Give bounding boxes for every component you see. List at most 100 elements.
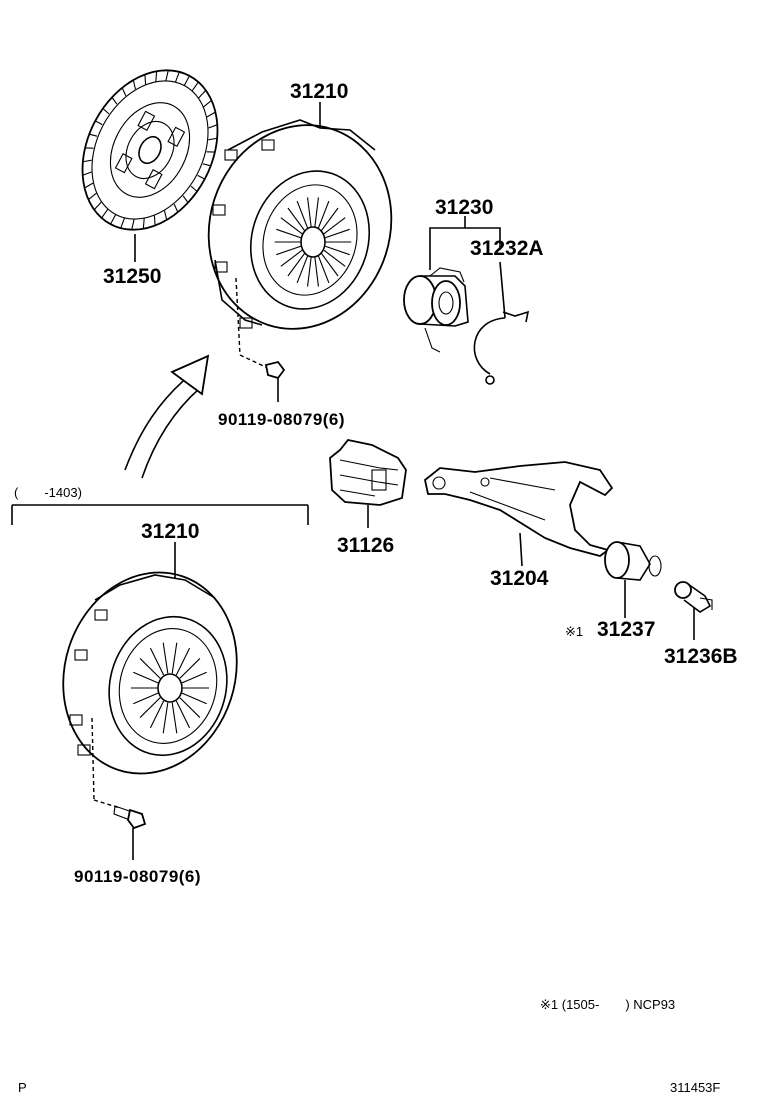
boot-drawing — [329, 439, 407, 506]
radial-line — [175, 700, 191, 729]
pressure-plate-top-drawing — [207, 119, 393, 330]
radial-line — [82, 171, 92, 176]
radial-line — [163, 210, 168, 220]
radial-line — [190, 185, 198, 192]
label-ball-stud: 31236B — [664, 645, 738, 668]
bolt-bottom-drawing — [113, 805, 147, 860]
radial-line — [320, 253, 339, 277]
radial-line — [317, 200, 330, 229]
radial-line — [280, 249, 303, 267]
radial-line — [175, 647, 191, 676]
radial-line — [133, 671, 159, 684]
radial-line — [276, 228, 301, 239]
radial-line — [149, 647, 165, 676]
radial-line — [206, 151, 215, 153]
clutch-disc-drawing — [81, 69, 219, 231]
radial-line — [181, 692, 207, 705]
radial-line — [208, 124, 218, 129]
release-fork-drawing — [424, 461, 614, 557]
radial-line — [142, 218, 145, 229]
radial-line — [276, 245, 301, 256]
radial-line — [179, 658, 201, 679]
radial-line — [203, 100, 212, 108]
radial-line — [139, 658, 161, 679]
radial-line — [325, 228, 350, 239]
radial-line — [307, 256, 312, 287]
radial-line — [94, 120, 103, 126]
radial-line — [182, 195, 189, 203]
radial-line — [208, 137, 218, 141]
diagram-code: 311453F — [670, 1080, 720, 1095]
radial-line — [179, 697, 201, 718]
radial-line — [320, 207, 339, 231]
clip-drawing — [473, 310, 530, 385]
radial-line — [84, 182, 94, 189]
radial-line — [171, 642, 178, 674]
pressure-plate-bottom-drawing — [62, 571, 238, 775]
bolt-guide-top — [235, 277, 241, 356]
radial-line — [174, 71, 180, 83]
radial-line — [280, 217, 303, 235]
radial-line — [93, 201, 102, 210]
radial-line — [149, 700, 165, 729]
radial-line — [120, 217, 126, 229]
assembly-arrow — [124, 354, 210, 479]
radial-line — [162, 642, 169, 674]
radial-line — [198, 90, 207, 99]
radial-line — [296, 200, 309, 229]
radial-line — [314, 256, 319, 287]
ball-stud-drawing — [674, 581, 713, 613]
label-boot: 31126 — [337, 534, 394, 557]
radial-line — [102, 108, 110, 115]
radial-line — [323, 249, 346, 267]
radial-line — [155, 71, 158, 82]
radial-line — [296, 255, 309, 284]
radial-line — [133, 692, 159, 705]
footnote: ※1 (1505- ) NCP93 — [540, 997, 675, 1012]
label-release-fork: 31204 — [490, 567, 549, 590]
label-bolt-bottom: 90119-08079(6) — [74, 867, 201, 886]
label-pressure-plate-top: 31210 — [290, 80, 348, 103]
radial-line — [162, 702, 169, 734]
radial-line — [206, 111, 216, 118]
radial-line — [197, 174, 206, 180]
radial-line — [323, 217, 346, 235]
radial-line — [88, 192, 97, 200]
radial-line — [144, 74, 147, 85]
release-bearing-drawing — [403, 267, 469, 353]
label-clip: 31232A — [470, 237, 544, 260]
radial-line — [181, 671, 207, 684]
radial-line — [111, 97, 118, 105]
label-pivot: 31237 — [597, 618, 655, 641]
radial-line — [202, 163, 211, 167]
label-release-bearing: 31230 — [435, 196, 493, 219]
radial-line — [171, 702, 178, 734]
label-pivot-marker: ※1 — [565, 624, 583, 639]
radial-line — [131, 219, 135, 230]
radial-line — [325, 245, 350, 256]
pivot-drawing — [604, 541, 662, 581]
radial-line — [89, 133, 98, 137]
radial-line — [132, 80, 137, 90]
corner-code-left: P — [18, 1080, 27, 1095]
radial-line — [139, 697, 161, 718]
radial-line — [101, 208, 109, 219]
radial-line — [183, 75, 190, 86]
radial-line — [173, 203, 179, 213]
radial-line — [287, 253, 306, 277]
label-range-bracket: ( -1403) — [14, 485, 82, 500]
label-bolt-top: 90119-08079(6) — [218, 410, 345, 429]
radial-line — [110, 214, 117, 225]
radial-line — [191, 81, 199, 92]
radial-line — [165, 70, 169, 81]
radial-line — [317, 255, 330, 284]
radial-line — [82, 159, 92, 163]
radial-line — [287, 207, 306, 231]
label-pressure-plate-bottom: 31210 — [141, 520, 199, 543]
radial-line — [314, 197, 319, 228]
radial-line — [85, 147, 94, 149]
radial-line — [121, 87, 127, 97]
radial-line — [153, 215, 156, 226]
bolt-top-drawing — [264, 360, 286, 402]
